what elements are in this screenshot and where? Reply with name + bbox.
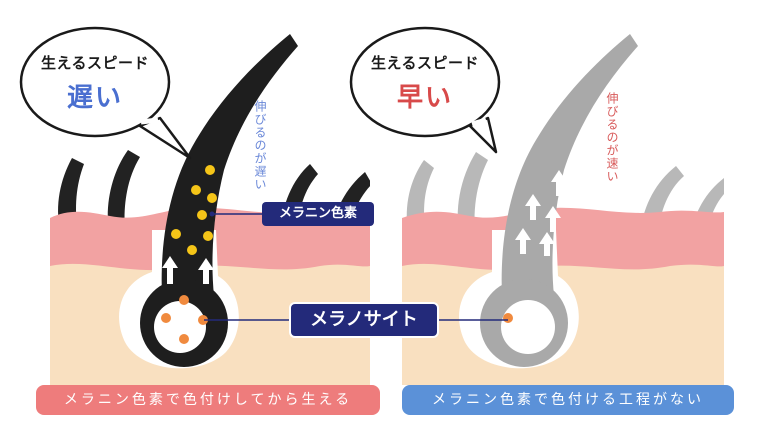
melanocyte-label: メラノサイト bbox=[310, 309, 418, 330]
up-arrow-icon bbox=[539, 232, 555, 256]
bubble-right-title: 生えるスピード bbox=[370, 54, 480, 72]
growth-note-slow: 伸びるのが遅い bbox=[253, 100, 267, 191]
papilla bbox=[154, 301, 206, 353]
speech-bubble-right bbox=[349, 26, 501, 154]
melanocyte-dot bbox=[503, 313, 513, 323]
bubble-left-title: 生えるスピード bbox=[40, 54, 150, 72]
melanin-granule bbox=[197, 210, 207, 220]
left-panel bbox=[50, 34, 370, 385]
melanin-granule bbox=[191, 185, 201, 195]
right-panel bbox=[402, 34, 724, 385]
melanin-label-box bbox=[262, 202, 374, 226]
up-arrow-icon bbox=[198, 258, 214, 284]
up-arrow-icon bbox=[525, 194, 541, 220]
growth-note-fast: 伸びるのが速い bbox=[605, 92, 619, 183]
bubble-right-text: 生えるスピード 早い bbox=[355, 52, 495, 114]
hair-shaft bbox=[161, 34, 298, 296]
bubble-left-text: 生えるスピード 遅い bbox=[25, 52, 165, 114]
melanin-granule bbox=[205, 165, 215, 175]
up-arrow-icon bbox=[162, 256, 178, 284]
speed-fast-label: 早い bbox=[396, 83, 453, 113]
papilla bbox=[501, 300, 555, 354]
melanocyte-dot bbox=[198, 315, 208, 325]
up-arrow-icon bbox=[515, 228, 531, 254]
caption-fast: メラニン色素で色付ける工程がない bbox=[402, 385, 734, 415]
up-arrow-icon bbox=[545, 206, 561, 232]
speed-slow-label: 遅い bbox=[66, 83, 123, 113]
melanin-label: メラニン色素 bbox=[278, 206, 357, 221]
melanin-granule bbox=[203, 231, 213, 241]
melanin-granule bbox=[187, 245, 197, 255]
melanin-granule bbox=[171, 229, 181, 239]
speech-bubble-left bbox=[19, 26, 192, 160]
hair-shaft bbox=[501, 34, 638, 296]
caption-slow: メラニン色素で色付けしてから生える bbox=[36, 385, 380, 415]
melanin-granule bbox=[207, 193, 217, 203]
melanocyte-label-box bbox=[289, 302, 439, 338]
leader-dot bbox=[209, 211, 215, 217]
melanocyte-dot bbox=[179, 295, 189, 305]
melanocyte-dot bbox=[161, 313, 171, 323]
melanocyte-dot bbox=[179, 334, 189, 344]
up-arrow-icon bbox=[551, 170, 567, 196]
